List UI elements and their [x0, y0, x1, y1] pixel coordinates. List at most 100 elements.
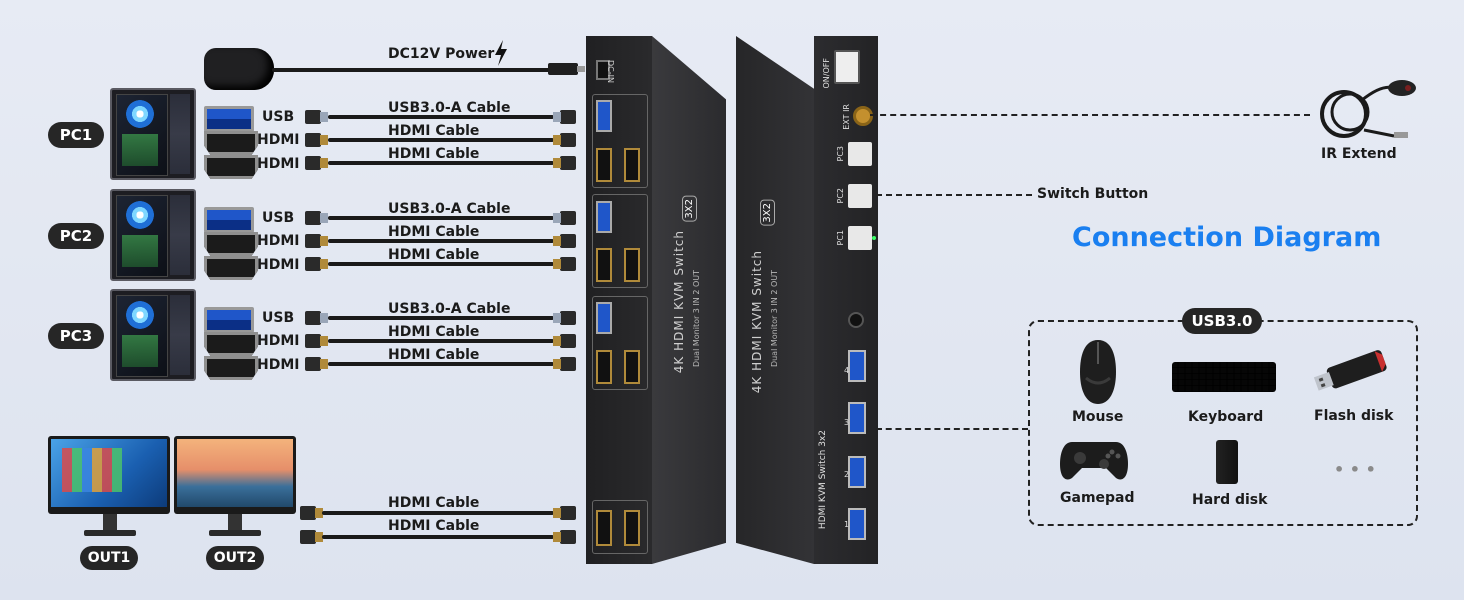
- dc-plug: [548, 63, 578, 75]
- hdmi-cable-label-2a: HDMI Cable: [388, 224, 480, 240]
- pc-fan-icon: [126, 201, 154, 229]
- hdmi-plug-right-2b: [553, 257, 576, 271]
- front-usb-port-4[interactable]: [848, 350, 866, 382]
- hdmi-cable-label-2b: HDMI Cable: [388, 247, 480, 263]
- pc-usb-port-3: [204, 307, 254, 333]
- pc-tower-2: [110, 189, 196, 281]
- hdmi-cable-3b: [328, 362, 554, 366]
- monitor-1-base: [84, 530, 136, 536]
- back-out-port-a: [596, 510, 612, 546]
- monitor-1: [48, 436, 170, 514]
- monitor-2-base: [209, 530, 261, 536]
- out-port-group: [592, 500, 648, 554]
- pc-usb-label-3: USB: [262, 310, 295, 326]
- back-hdmi-port-2b: [624, 248, 640, 282]
- pc-hdmi-label-2b: HDMI: [257, 257, 300, 273]
- usb-cable-3: [328, 316, 554, 320]
- hdmi-cable-label-3b: HDMI Cable: [388, 347, 480, 363]
- hdmi-plug-left-3a: [305, 334, 328, 348]
- out-cable-1: [322, 511, 554, 515]
- back-hdmi-port-2a: [596, 248, 612, 282]
- usb-cable-1: [328, 115, 554, 119]
- front-device-title: HDMI KVM Switch 3x2: [818, 430, 828, 530]
- ir-extend-cable-icon: [1320, 80, 1416, 138]
- front-usb-port-1[interactable]: [848, 508, 866, 540]
- hard-disk-icon: [1216, 440, 1238, 484]
- out-cable-2: [322, 535, 554, 539]
- pc2-button[interactable]: [848, 184, 872, 208]
- on-off-label: ON/OFF: [822, 58, 831, 89]
- usb-cable-label-2: USB3.0-A Cable: [388, 201, 511, 217]
- front-badge: 3X2: [760, 200, 775, 226]
- pc-badge-2: PC2: [48, 223, 104, 249]
- pc-side-panel: [170, 94, 190, 174]
- pc-fan-icon: [126, 301, 154, 329]
- hdmi-cable-label-1a: HDMI Cable: [388, 123, 480, 139]
- usb-cable-label-3: USB3.0-A Cable: [388, 301, 511, 317]
- out-plug-left-1: [300, 506, 323, 520]
- pc2-port-group: [592, 194, 648, 288]
- more-indicator: • • •: [1334, 460, 1376, 479]
- usb-plug-left-3: [305, 311, 328, 325]
- pc-hdmi-label-3b: HDMI: [257, 357, 300, 373]
- pc-badge-1: PC1: [48, 122, 104, 148]
- pc-hdmi-port-2a: [204, 232, 258, 256]
- back-usb-port-2: [596, 201, 612, 233]
- gamepad-label: Gamepad: [1060, 490, 1135, 506]
- back-badge: 3X2: [682, 196, 697, 222]
- usb-plug-left-2: [305, 211, 328, 225]
- keyboard-label: Keyboard: [1188, 409, 1264, 425]
- power-switch[interactable]: [834, 50, 860, 84]
- pc-badge-3: PC3: [48, 323, 104, 349]
- back-hdmi-port-3a: [596, 350, 612, 384]
- pc-side-panel: [170, 295, 190, 375]
- keyboard-icon: [1172, 362, 1276, 392]
- mouse-icon: [1080, 340, 1116, 404]
- pc-hdmi-port-3a: [204, 332, 258, 356]
- hdmi-plug-right-1a: [553, 133, 576, 147]
- hdmi-cable-2a: [328, 239, 554, 243]
- hdmi-cable-2b: [328, 262, 554, 266]
- back-usb-port-3: [596, 302, 612, 334]
- usb-plug-left-1: [305, 110, 328, 124]
- pc-usb-label-1: USB: [262, 109, 295, 125]
- hdmi-cable-label-3a: HDMI Cable: [388, 324, 480, 340]
- front-usb-port-2[interactable]: [848, 456, 866, 488]
- pc3-button-label: PC3: [836, 146, 845, 162]
- pc1-port-group: [592, 94, 648, 188]
- ext-ir-jack: [853, 106, 873, 126]
- gamepad-icon: [1060, 442, 1128, 480]
- pc-hdmi-label-2a: HDMI: [257, 233, 300, 249]
- pc-board: [122, 335, 158, 367]
- power-label: DC12V Power: [388, 46, 495, 62]
- pc-side-panel: [170, 195, 190, 275]
- device-back-body: [652, 36, 726, 564]
- dc-in-label: DC-IN: [606, 60, 615, 83]
- pc3-port-group: [592, 296, 648, 390]
- pc-hdmi-port-1b: [204, 155, 258, 179]
- back-hdmi-port-1a: [596, 148, 612, 182]
- pc-board: [122, 235, 158, 267]
- front-usb-port-3[interactable]: [848, 402, 866, 434]
- pc1-led: [872, 236, 876, 240]
- out1-badge: OUT1: [80, 546, 138, 570]
- hdmi-plug-right-3b: [553, 357, 576, 371]
- lightning-icon: [495, 40, 507, 66]
- windows-tiles: [62, 448, 122, 492]
- hdmi-plug-right-3a: [553, 334, 576, 348]
- hdmi-plug-left-1b: [305, 156, 328, 170]
- out2-badge: OUT2: [206, 546, 264, 570]
- back-out-port-b: [624, 510, 640, 546]
- back-hdmi-port-3b: [624, 350, 640, 384]
- usb-port-number-4: 4: [844, 366, 850, 375]
- out-plug-right-2: [553, 530, 576, 544]
- flash-disk-icon: [1313, 350, 1387, 391]
- hdmi-cable-3a: [328, 339, 554, 343]
- pc1-button[interactable]: [848, 226, 872, 250]
- hdmi-plug-right-1b: [553, 156, 576, 170]
- power-adapter: [204, 48, 274, 90]
- hdmi-cable-1a: [328, 138, 554, 142]
- pc1-button-label: PC1: [836, 230, 845, 246]
- pc-usb-label-2: USB: [262, 210, 295, 226]
- pc3-button[interactable]: [848, 142, 872, 166]
